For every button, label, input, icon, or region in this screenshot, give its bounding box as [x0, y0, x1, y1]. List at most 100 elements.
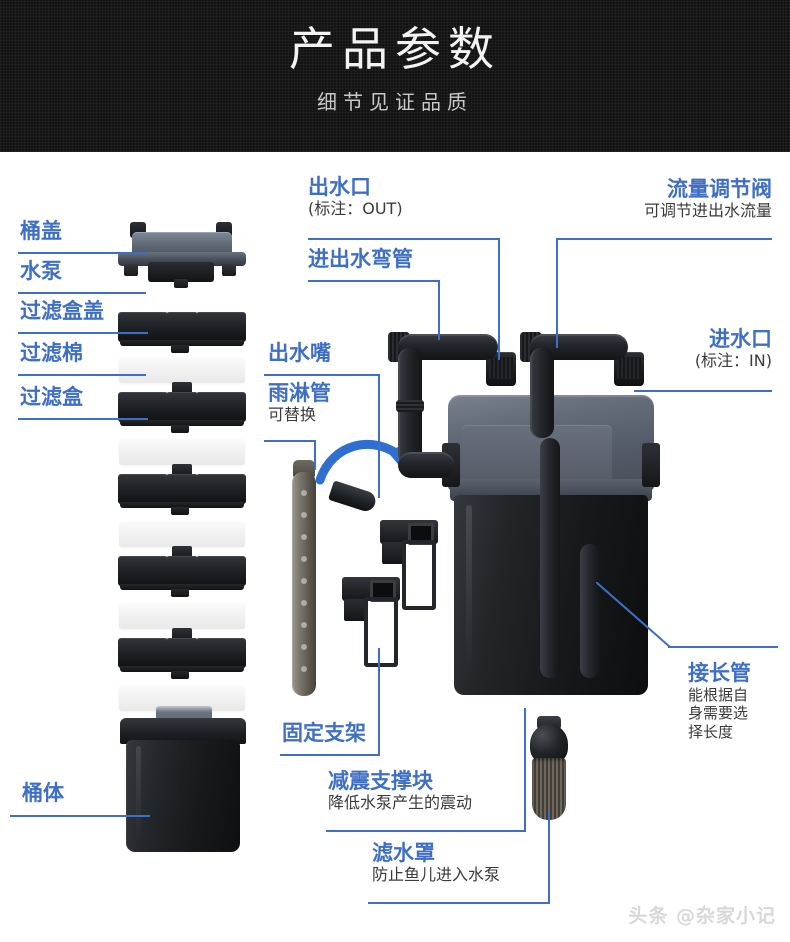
leader-damping-h: [326, 830, 526, 832]
spray-hole: [301, 512, 307, 518]
tray-segment-right: [196, 392, 246, 422]
label-rain-pipe-note: 可替换: [268, 404, 317, 424]
leader-outlet-v: [498, 238, 500, 360]
label-outlet: 出水口 (标注：OUT): [308, 175, 403, 218]
leader-filter-cotton: [18, 374, 146, 376]
label-filter-cotton-text: 过滤棉: [20, 341, 83, 365]
riser-tube-left: [540, 438, 560, 678]
part-filter-cotton-1: [119, 357, 245, 383]
label-flow-valve: 流量调节阀 可调节进出水流量: [644, 177, 772, 219]
leader-elbow-h: [308, 280, 440, 282]
leader-bracket-v: [378, 648, 380, 756]
part-filter-box-cover: [118, 312, 246, 353]
elbow-left-lower-horizontal: [398, 452, 454, 478]
leader-lid: [18, 252, 148, 254]
spray-hole: [301, 666, 307, 672]
spray-hole: [301, 578, 307, 584]
label-filter-cotton: 过滤棉: [20, 341, 83, 366]
label-inlet-note: (标注：IN): [694, 350, 772, 370]
tray-base: [120, 340, 244, 346]
label-outlet-nozzle: 出水嘴: [268, 341, 331, 366]
bracket-arm: [402, 540, 436, 610]
tray-clip: [171, 425, 189, 433]
leader-elbow-v: [438, 280, 440, 340]
tray-base: [120, 420, 244, 426]
tray-segment-right: [196, 556, 246, 586]
part-spray-bar: [292, 472, 316, 696]
tray-base: [120, 666, 244, 672]
tray-segment-mid: [166, 556, 198, 586]
leader-extension-h: [668, 646, 778, 648]
leader-inlet-h: [634, 390, 772, 392]
label-rain-pipe-text: 雨淋管: [268, 381, 331, 405]
label-extension-pipe-text: 接长管: [688, 661, 751, 685]
label-filter-box-text: 过滤盒: [20, 385, 83, 409]
tray-segment-right: [196, 312, 246, 342]
tray-handle-tab: [172, 628, 192, 640]
tray-handle-tab: [172, 464, 192, 476]
leader-outlet-h: [308, 238, 500, 240]
part-bucket-body: [120, 704, 246, 854]
spray-hole: [301, 534, 307, 540]
leader-strainer-h: [368, 902, 550, 904]
tray-segment-mid: [166, 638, 198, 668]
label-strainer-text: 滤水罩: [372, 841, 435, 865]
tray-segment-left: [118, 638, 168, 668]
pump-motor-body: [148, 262, 214, 282]
label-outlet-nozzle-text: 出水嘴: [268, 341, 331, 365]
bracket-head: [342, 577, 400, 602]
leader-damping-v: [524, 708, 526, 832]
pump-head-foot-left: [124, 264, 138, 276]
leader-bucket-body: [10, 815, 150, 817]
label-damping-block-note: 降低水泵产生的震动: [328, 792, 473, 812]
leader-flow-valve-h: [556, 238, 772, 240]
tray-handle-tab: [172, 382, 192, 394]
pump-head-foot-right: [222, 264, 236, 276]
elbow-right-vertical: [530, 348, 554, 438]
part-filter-box-3: [118, 546, 246, 597]
label-damping-block: 减震支撑块 降低水泵产生的震动: [328, 769, 473, 812]
page-subtitle: 细节见证品质: [317, 90, 473, 114]
tray-segment-right: [196, 474, 246, 504]
tray-segment-left: [118, 474, 168, 504]
spray-hole: [301, 644, 307, 650]
label-fixed-bracket-text: 固定支架: [282, 721, 366, 745]
part-filter-box-4: [118, 628, 246, 679]
label-lid-text: 桶盖: [20, 219, 62, 243]
strainer-cage: [532, 758, 566, 820]
label-outlet-note: (标注：OUT): [308, 198, 403, 218]
part-fixed-bracket-2: [342, 577, 400, 667]
label-inlet: 进水口 (标注：IN): [694, 327, 772, 370]
label-bucket-body-text: 桶体: [22, 781, 64, 805]
label-extension-pipe-note-1: 能根据自: [688, 685, 749, 704]
watermark: 头条 @杂家小记: [628, 905, 776, 927]
bracket-foot: [344, 599, 368, 621]
tray-segment-right: [196, 638, 246, 668]
leader-rain-h: [264, 440, 316, 442]
tray-segment-left: [118, 556, 168, 586]
tray-clip: [171, 589, 189, 597]
label-extension-pipe-note-3: 择长度: [688, 723, 734, 742]
part-filter-cotton-3: [119, 521, 245, 547]
label-bucket-body: 桶体: [22, 781, 64, 806]
bucket-shell: [126, 740, 240, 852]
tray-segment-left: [118, 312, 168, 342]
tray-segment-mid: [166, 474, 198, 504]
bracket-foot: [382, 542, 406, 564]
part-fixed-bracket-1: [380, 520, 438, 610]
bucket-collar: [120, 718, 246, 744]
label-outlet-text: 出水口: [308, 175, 371, 199]
elbow-left-ring: [396, 400, 424, 412]
spray-hole: [301, 556, 307, 562]
leader-nozzle-h: [264, 374, 380, 376]
leader-filter-box: [18, 418, 148, 420]
label-pump-text: 水泵: [20, 259, 62, 283]
part-filter-cotton-4: [119, 603, 245, 629]
page-title: 产品参数: [289, 22, 501, 76]
tray-clip: [171, 507, 189, 515]
label-fixed-bracket: 固定支架: [282, 721, 366, 746]
leader-flow-valve-v: [556, 238, 558, 348]
tray-handle-tab: [172, 546, 192, 558]
leader-pump: [18, 292, 146, 294]
part-pump-head: [118, 222, 246, 288]
